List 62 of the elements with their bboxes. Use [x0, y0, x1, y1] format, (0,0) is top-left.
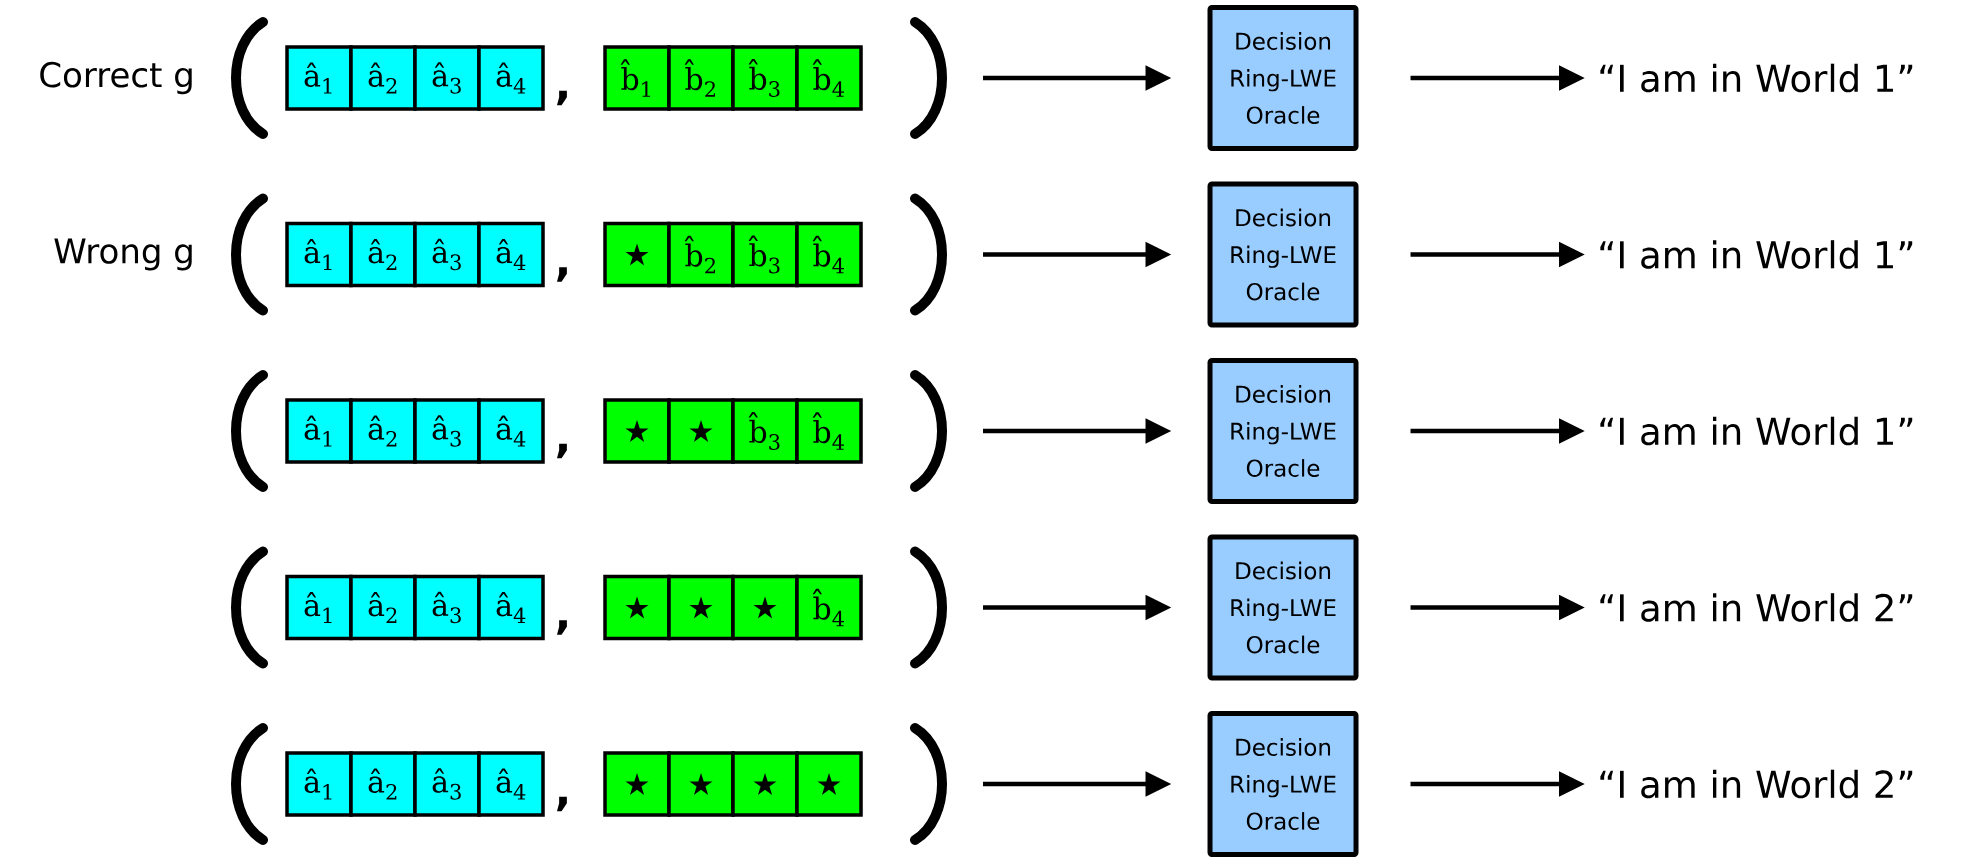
- vector-cell: ★: [603, 221, 671, 288]
- vector-cell: â$_{4}$: [477, 45, 545, 111]
- vector-cell: ★: [603, 751, 671, 817]
- vector-cell: b̂$_{3}$: [731, 221, 799, 288]
- vector-cell: â$_{2}$: [349, 398, 417, 464]
- vector-cell: â$_{4}$: [477, 221, 545, 288]
- vector-cell: â$_{1}$: [285, 574, 353, 641]
- comma: ,: [557, 443, 567, 459]
- vector-cell: â$_{3}$: [413, 751, 481, 817]
- comma: ,: [557, 796, 567, 812]
- result-text: “I am in World 1”: [1600, 240, 1913, 269]
- vector-cell: b̂$_{4}$: [795, 574, 863, 641]
- oracle-box: Decision Ring-LWE Oracle: [1207, 534, 1359, 681]
- vector-cell: b̂$_{3}$: [731, 45, 799, 111]
- vector-cell: ★: [603, 574, 671, 641]
- parentheses-drawing: [231, 17, 947, 139]
- vector-cell: ★: [731, 751, 799, 817]
- vector-cell: b̂$_{1}$: [603, 45, 671, 111]
- vector-cell: â$_{1}$: [285, 398, 353, 464]
- vector-cell: â$_{3}$: [413, 398, 481, 464]
- vector-cell: â$_{2}$: [349, 221, 417, 288]
- vector-cell: b̂$_{2}$: [667, 221, 735, 288]
- vector-cell: â$_{3}$: [413, 221, 481, 288]
- vector-cell: â$_{2}$: [349, 751, 417, 817]
- result-text: “I am in World 2”: [1600, 769, 1913, 799]
- oracle-box: Decision Ring-LWE Oracle: [1207, 181, 1359, 328]
- parentheses-drawing: [231, 546, 947, 669]
- oracle-box: Decision Ring-LWE Oracle: [1207, 711, 1359, 857]
- vector-cell: b̂$_{4}$: [795, 45, 863, 111]
- result-text: “I am in World 1”: [1600, 416, 1913, 446]
- oracle-box: Decision Ring-LWE Oracle: [1207, 358, 1359, 504]
- comma: ,: [557, 90, 567, 106]
- row-label: Wrong g: [54, 238, 192, 271]
- oracle-box: Decision Ring-LWE Oracle: [1207, 5, 1359, 151]
- vector-cell: ★: [667, 398, 735, 464]
- vector-cell: â$_{4}$: [477, 398, 545, 464]
- result-text: “I am in World 2”: [1600, 593, 1913, 622]
- vector-cell: â$_{3}$: [413, 574, 481, 641]
- vector-cell: b̂$_{2}$: [667, 45, 735, 111]
- vector-cell: ★: [667, 574, 735, 641]
- vector-cell: â$_{1}$: [285, 751, 353, 817]
- vector-cell: â$_{2}$: [349, 574, 417, 641]
- vector-cell: â$_{2}$: [349, 45, 417, 111]
- vector-cell: ★: [731, 574, 799, 641]
- result-text: “I am in World 1”: [1600, 63, 1913, 93]
- comma: ,: [557, 267, 567, 282]
- comma: ,: [557, 620, 567, 635]
- row-label: Correct g: [40, 61, 192, 95]
- parentheses-drawing: [231, 193, 947, 316]
- vector-cell: b̂$_{4}$: [795, 221, 863, 288]
- parentheses-drawing: [231, 370, 947, 492]
- vector-cell: b̂$_{4}$: [795, 398, 863, 464]
- vector-cell: â$_{4}$: [477, 751, 545, 817]
- vector-cell: â$_{1}$: [285, 221, 353, 288]
- vector-cell: ★: [667, 751, 735, 817]
- vector-cell: ★: [603, 398, 671, 464]
- parentheses-drawing: [231, 723, 947, 845]
- vector-cell: b̂$_{3}$: [731, 398, 799, 464]
- vector-cell: ★: [795, 751, 863, 817]
- vector-cell: â$_{3}$: [413, 45, 481, 111]
- vector-cell: â$_{4}$: [477, 574, 545, 641]
- vector-cell: â$_{1}$: [285, 45, 353, 111]
